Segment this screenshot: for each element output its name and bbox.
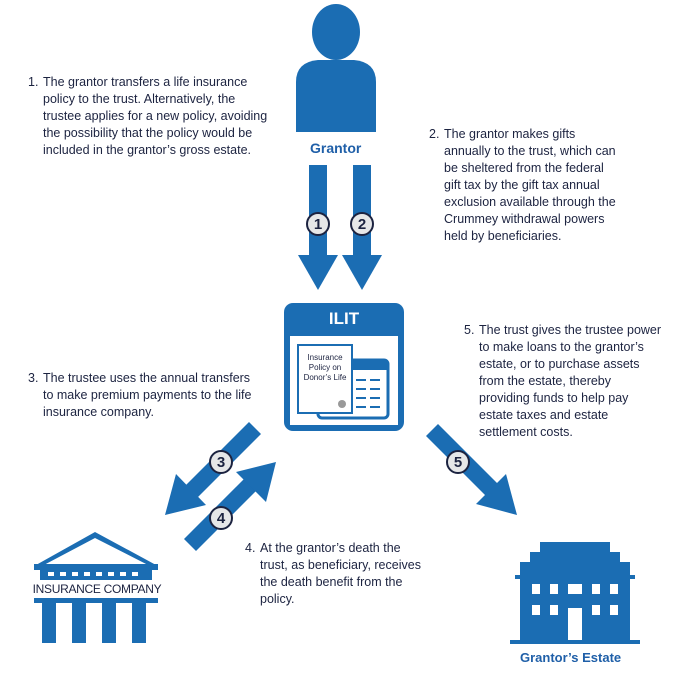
step-2-text: 2.The grantor makes gifts annually to th… bbox=[429, 127, 616, 243]
step-marker-3: 3 bbox=[209, 450, 233, 474]
step-marker-1: 1 bbox=[306, 212, 330, 236]
step-3-text: 3.The trustee uses the annual transfers … bbox=[28, 371, 252, 419]
arrow-5 bbox=[425, 423, 517, 515]
step-4-text: 4.At the grantor’s death the trust, as b… bbox=[245, 541, 421, 606]
grantor-person-icon bbox=[296, 4, 376, 132]
step-marker-5: 5 bbox=[446, 450, 470, 474]
svg-text:2: 2 bbox=[358, 216, 366, 233]
svg-text:3: 3 bbox=[217, 454, 225, 471]
svg-text:5: 5 bbox=[454, 454, 462, 471]
insurance-company-label: INSURANCE COMPANY bbox=[32, 582, 162, 596]
svg-text:1: 1 bbox=[314, 216, 322, 233]
step-marker-4: 4 bbox=[209, 506, 233, 530]
ilit-label: ILIT bbox=[328, 309, 360, 328]
seal-icon bbox=[338, 400, 346, 408]
estate-house-icon bbox=[510, 542, 640, 644]
insurance-company-building-icon bbox=[34, 532, 158, 643]
grantor-label: Grantor bbox=[310, 140, 362, 156]
step-1-text: 1.The grantor transfers a life insurance… bbox=[28, 75, 268, 157]
ilit-icon bbox=[284, 303, 404, 431]
step-5-text: 5.The trust gives the trustee power to m… bbox=[464, 323, 662, 439]
step-marker-2: 2 bbox=[350, 212, 374, 236]
svg-text:4: 4 bbox=[217, 510, 226, 527]
estate-label: Grantor’s Estate bbox=[520, 650, 622, 665]
policy-document-label: Insurance Policy on Donor’s Life bbox=[303, 353, 347, 382]
